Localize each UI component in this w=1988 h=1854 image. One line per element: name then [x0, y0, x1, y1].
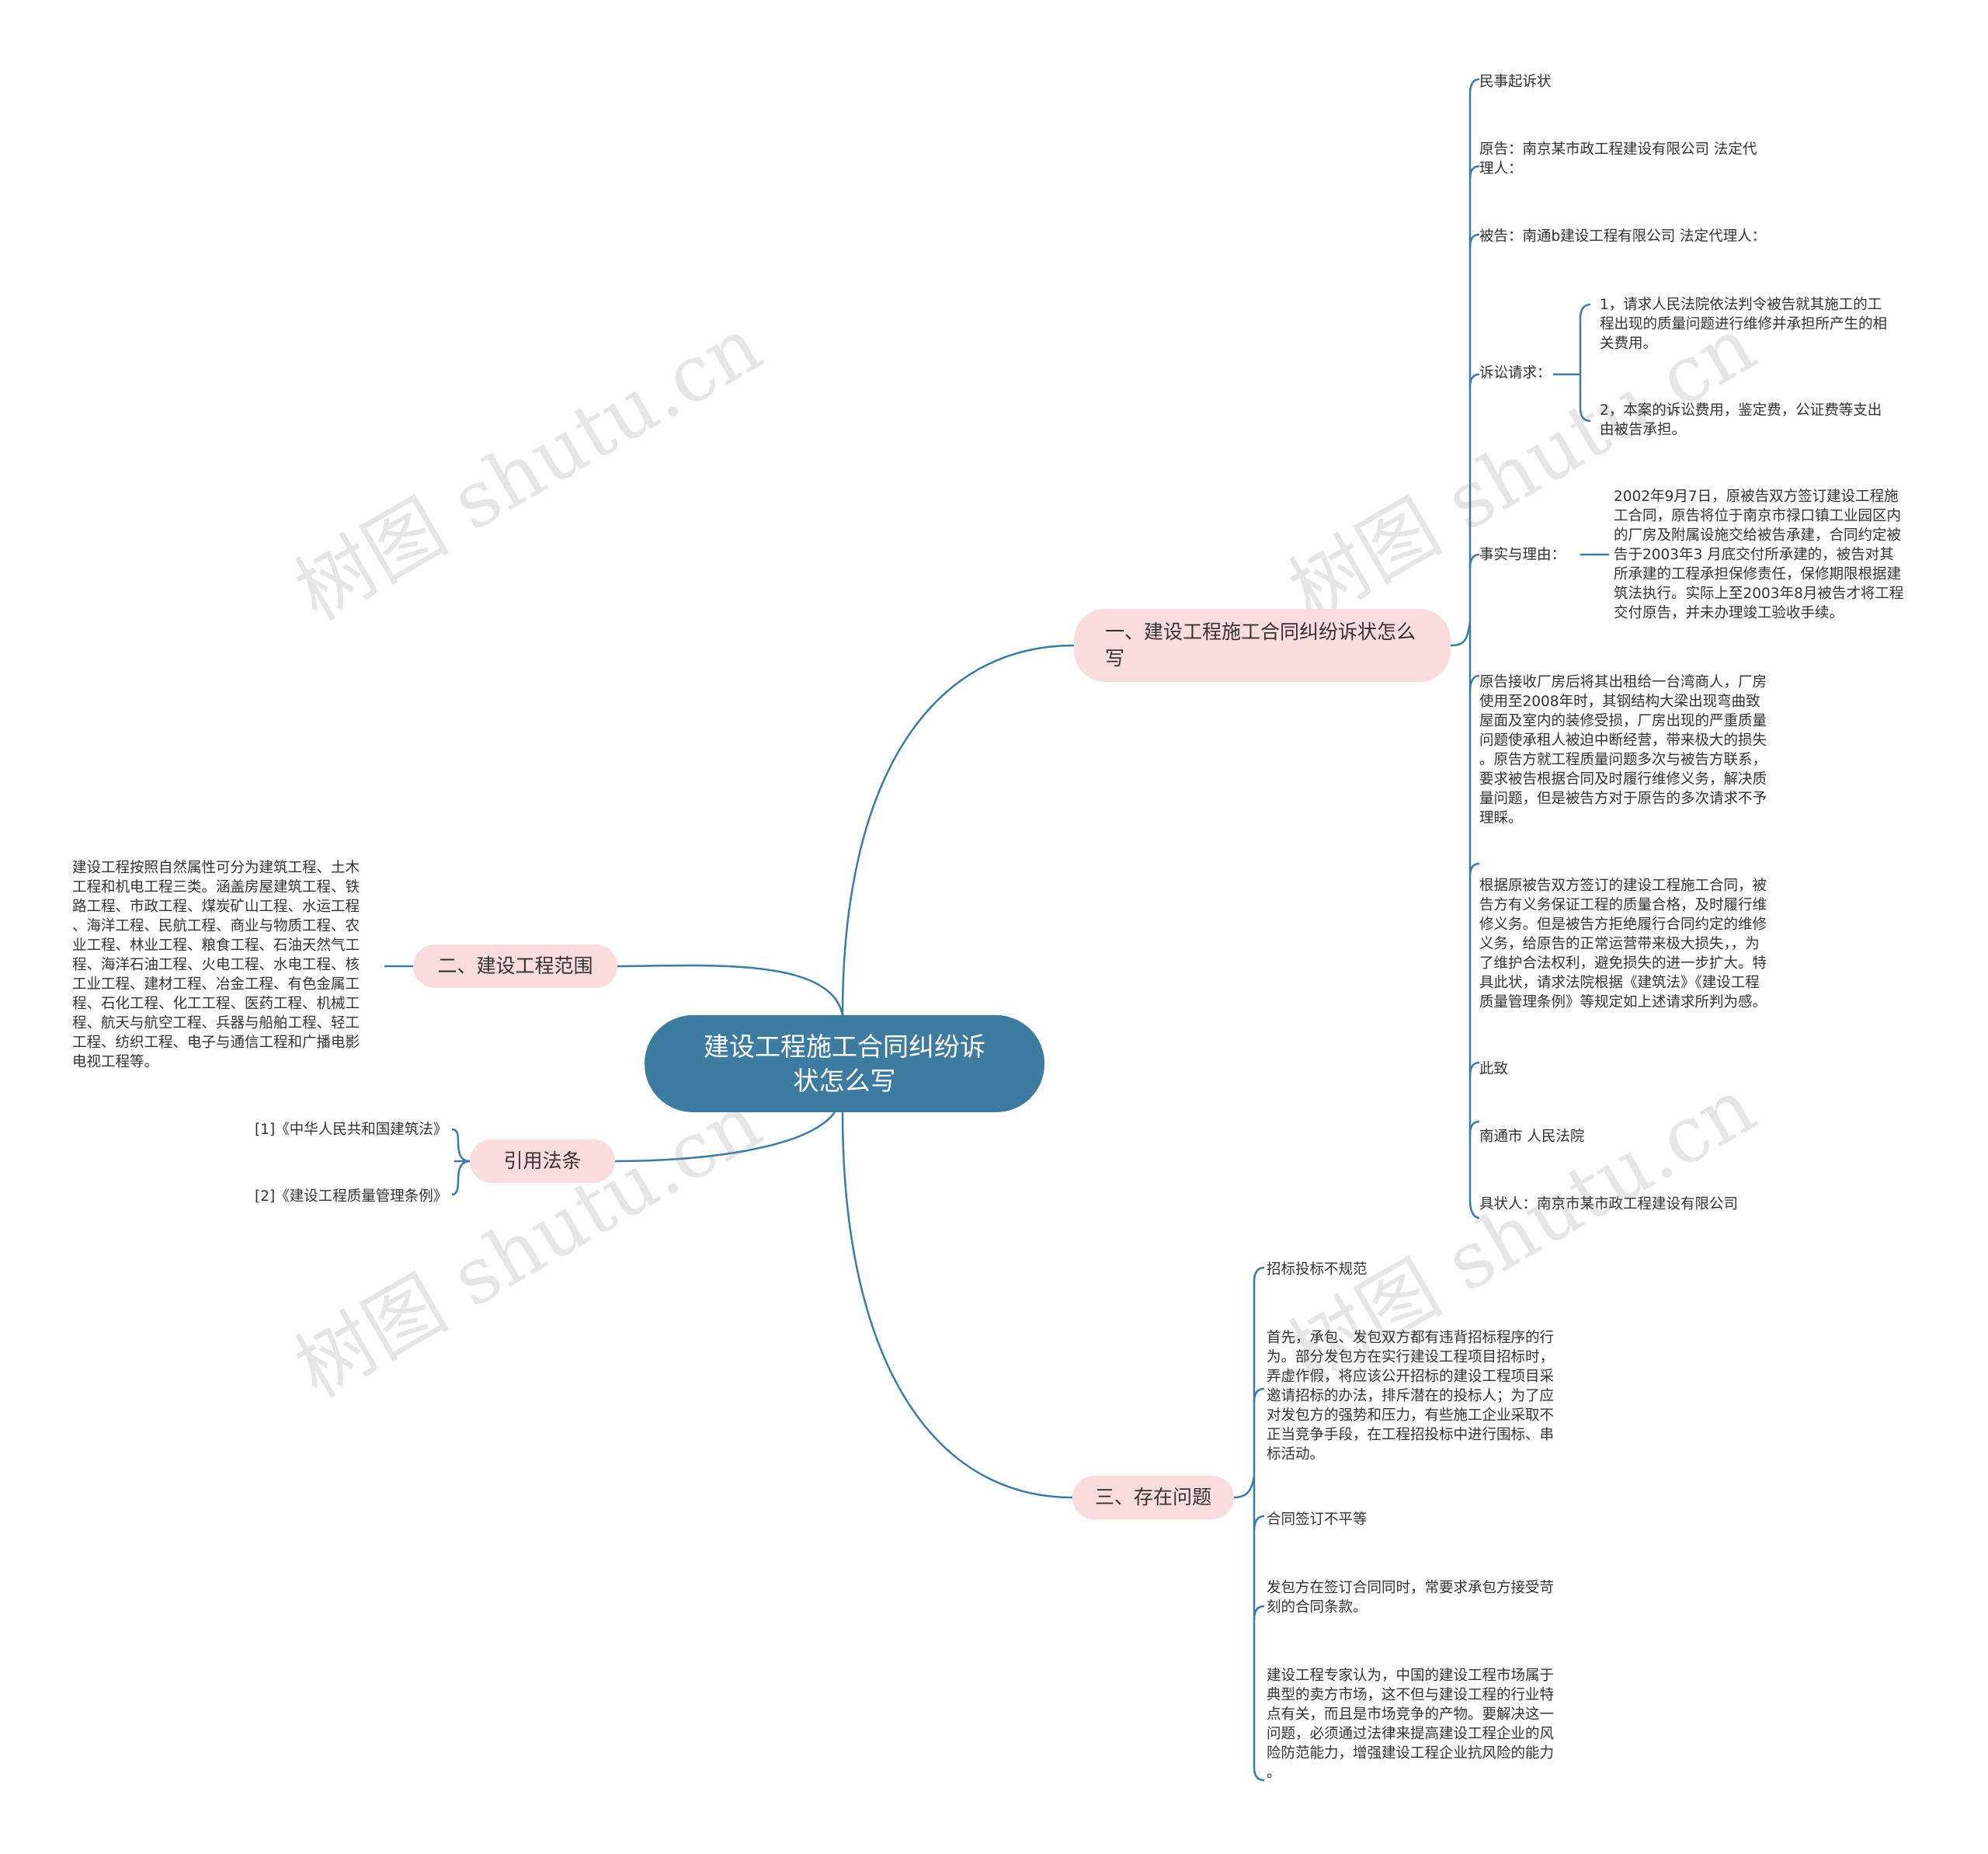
branch-laws[interactable]: 引用法条 [470, 1139, 615, 1183]
leaf-signer[interactable]: 具状人：南京市某市政工程建设有限公司 [1479, 1196, 1739, 1212]
branch-problems[interactable]: 三、存在问题 [1072, 1476, 1234, 1519]
leaf-claim-1[interactable]: 1，请求人民法院依法判令被告就其施工的工 程出现的质量问题进行维修并承担所产生的… [1600, 297, 1888, 352]
leaf-court[interactable]: 南通市 人民法院 [1479, 1129, 1585, 1145]
bracket-complaint-lower [1468, 621, 1480, 1219]
leaf-contract-detail[interactable]: 发包方在签订合同同时，常要求承包方接受苛 刻的合同条款。 [1267, 1580, 1555, 1616]
bracket-complaint [1468, 78, 1480, 621]
link-complaint-stem [1450, 621, 1472, 647]
bracket-problems [1253, 1266, 1265, 1476]
leaf-bidding[interactable]: 招标投标不规范 [1267, 1261, 1368, 1278]
link-root-scope [617, 964, 844, 1016]
link-root-complaint [841, 644, 1075, 1016]
leaf-scope-text[interactable]: 建设工程按照自然属性可分为建筑工程、土木 工程和机电工程三类。涵盖房屋建筑工程、… [72, 860, 360, 1070]
leaf-facts[interactable]: 事实与理由： [1479, 547, 1566, 563]
root-topic[interactable]: 建设工程施工合同纠纷诉状怎么写 [645, 1015, 1044, 1112]
leaf-facts-detail[interactable]: 2002年9月7日，原被告双方签订建设工程施 工合同，原告将位于南京市禄口镇工业… [1614, 489, 1904, 621]
leaf-legal-basis[interactable]: 根据原被告双方签订的建设工程施工合同，被 告方有义务保证工程的质量合格，及时履行… [1479, 878, 1767, 1010]
leaf-salutation[interactable]: 此致 [1479, 1061, 1509, 1077]
leaf-plaintiff[interactable]: 原告：南京某市政工程建设有限公司 法定代 理人： [1479, 141, 1757, 177]
leaf-defendant[interactable]: 被告：南通b建设工程有限公司 法定代理人： [1479, 228, 1767, 245]
link-root-laws [614, 1111, 836, 1163]
leaf-claim-2[interactable]: 2，本案的诉讼费用，鉴定费，公证费等支出 由被告承担。 [1600, 402, 1882, 438]
leaf-law-1[interactable]: [1]《中华人民共和国建筑法》 [255, 1122, 448, 1138]
leaf-complaint-title[interactable]: 民事起诉状 [1479, 74, 1552, 90]
branch-complaint[interactable]: 一、建设工程施工合同纠纷诉状怎么写 [1074, 609, 1451, 682]
bracket-laws [451, 1128, 471, 1163]
leaf-bidding-detail[interactable]: 首先，承包、发包双方都有违背招标程序的行 为。部分发包方在实行建设工程项目招标时… [1267, 1330, 1555, 1463]
leaf-claims[interactable]: 诉讼请求： [1479, 365, 1552, 381]
bracket-claims [1579, 303, 1591, 374]
leaf-lease-damage[interactable]: 原告接收厂房后将其出租给一台湾商人，厂房 使用至2008年时，其钢结构大梁出现弯… [1479, 674, 1767, 826]
leaf-law-2[interactable]: [2]《建设工程质量管理条例》 [255, 1188, 448, 1205]
branch-scope[interactable]: 二、建设工程范围 [413, 944, 617, 988]
leaf-expert-view[interactable]: 建设工程专家认为，中国的建设工程市场属于 典型的卖方市场，这不但与建设工程的行业… [1267, 1668, 1555, 1781]
link-root-problems [841, 1111, 1073, 1499]
leaf-contract-unequal[interactable]: 合同签订不平等 [1267, 1511, 1368, 1528]
